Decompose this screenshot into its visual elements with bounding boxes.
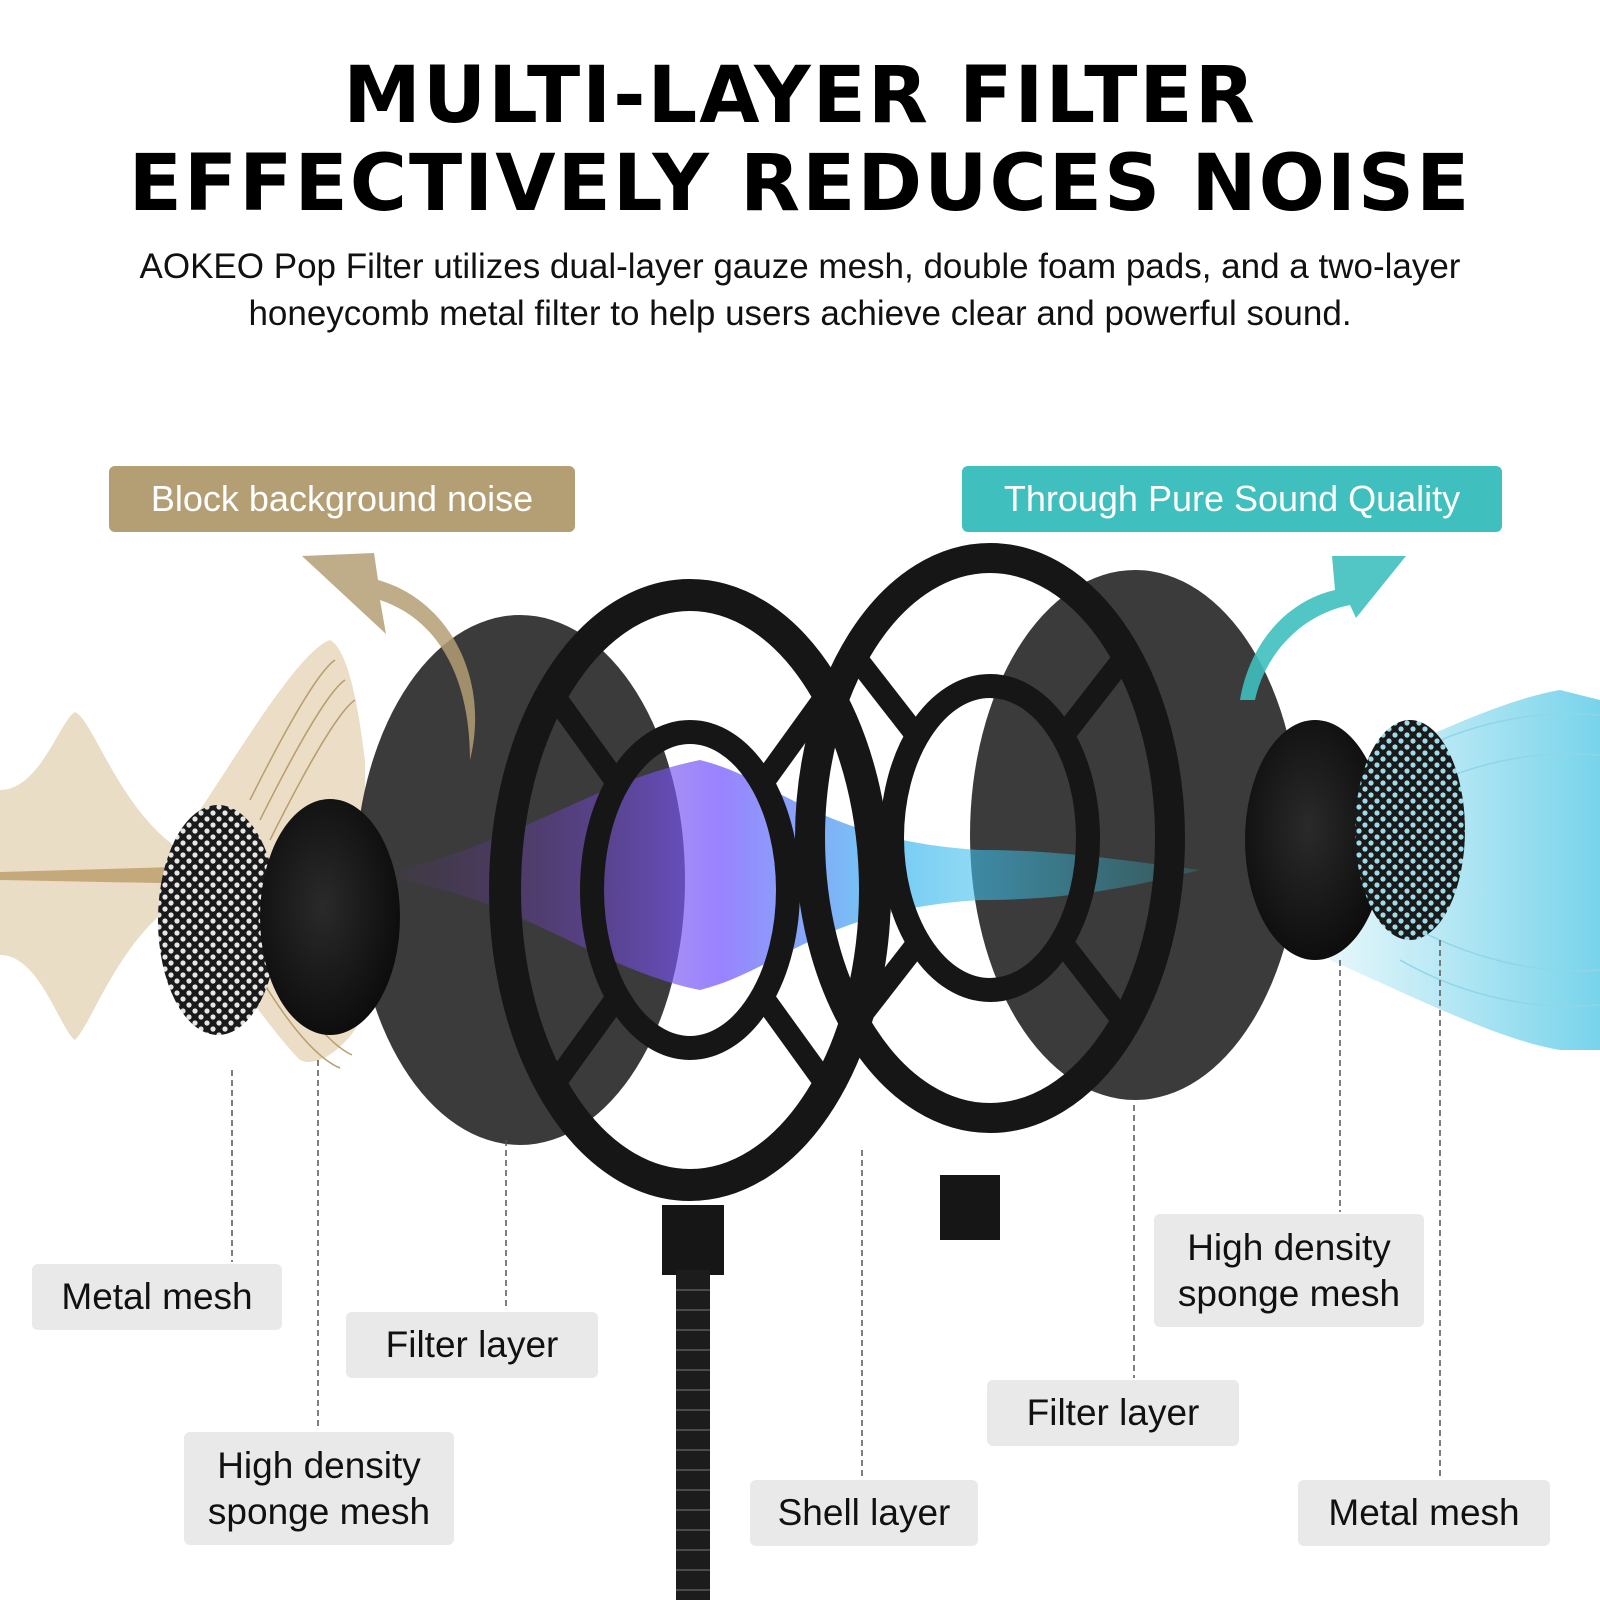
title-line-1: MULTI-LAYER FILTER bbox=[343, 51, 1257, 141]
gooseneck-stand bbox=[676, 1270, 710, 1600]
subtitle-line-1: AOKEO Pop Filter utilizes dual-layer gau… bbox=[139, 247, 1461, 286]
right-arrow-icon bbox=[1240, 556, 1406, 700]
left-shell-frame bbox=[489, 579, 891, 1275]
left-metal-mesh bbox=[158, 805, 278, 1035]
label-filter-layer-left: Filter layer bbox=[346, 1312, 598, 1378]
block-noise-tag: Block background noise bbox=[109, 466, 575, 532]
right-shell-frame bbox=[795, 543, 1185, 1240]
subtitle-line-2: honeycomb metal filter to help users ach… bbox=[248, 294, 1352, 333]
right-metal-mesh bbox=[1355, 720, 1465, 940]
left-foam-pad bbox=[260, 799, 400, 1035]
title-line-2: EFFECTIVELY REDUCES NOISE bbox=[128, 139, 1472, 229]
left-arrow-icon bbox=[302, 553, 476, 760]
pure-sound-tag: Through Pure Sound Quality bbox=[962, 466, 1502, 532]
leader-lines bbox=[231, 940, 1441, 1478]
label-metal-mesh-right: Metal mesh bbox=[1298, 1480, 1550, 1546]
label-filter-layer-right: Filter layer bbox=[987, 1380, 1239, 1446]
label-sponge-mesh-right: High density sponge mesh bbox=[1154, 1214, 1424, 1327]
label-shell-layer: Shell layer bbox=[750, 1480, 978, 1546]
label-sponge-mesh-left: High density sponge mesh bbox=[184, 1432, 454, 1545]
label-metal-mesh-left: Metal mesh bbox=[32, 1264, 282, 1330]
right-foam-pad bbox=[1245, 720, 1385, 960]
